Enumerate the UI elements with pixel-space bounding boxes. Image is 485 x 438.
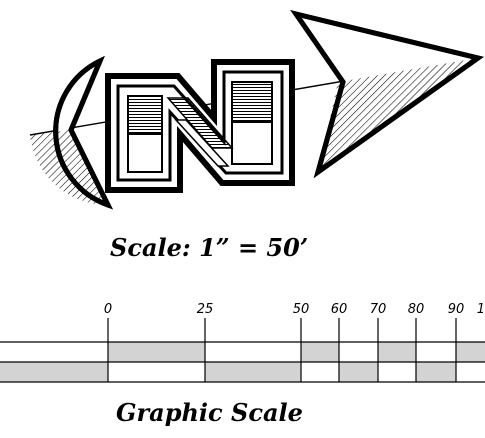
scale-tick-label: 70 [370,302,387,317]
scale-segment [205,342,301,362]
graphic-scale-bar: 0 25 50 60 70 80 90 1 [0,302,485,383]
scale-segment [378,342,416,362]
scale-segment [456,342,485,362]
scale-tick-label: 60 [331,302,348,317]
scale-segment [456,362,485,382]
scale-segment [205,362,301,382]
scale-tick-label: 80 [408,302,425,317]
scale-segment [301,342,339,362]
scale-label: Scale: 1” = 50’ [110,233,308,262]
scale-segment [339,342,378,362]
north-letter-block: N [105,59,295,193]
scale-tick-label: 25 [197,302,214,317]
scale-segment [301,362,339,382]
scale-segment [339,362,378,382]
scale-tick-label: 0 [104,302,112,317]
arrow-tail-crescent [30,55,113,210]
scale-segment [108,362,205,382]
scale-tick-label: 1 [477,302,485,317]
north-arrow-icon: N [29,10,484,210]
scale-segment [416,342,456,362]
scale-tick-label: 50 [293,302,310,317]
graphic-scale-title: Graphic Scale [116,398,303,427]
scale-segment [0,362,108,382]
scale-tick-label: 90 [448,302,465,317]
scale-segment [378,362,416,382]
scale-segment [108,342,205,362]
arrow-head [290,10,484,179]
scale-segment [416,362,456,382]
